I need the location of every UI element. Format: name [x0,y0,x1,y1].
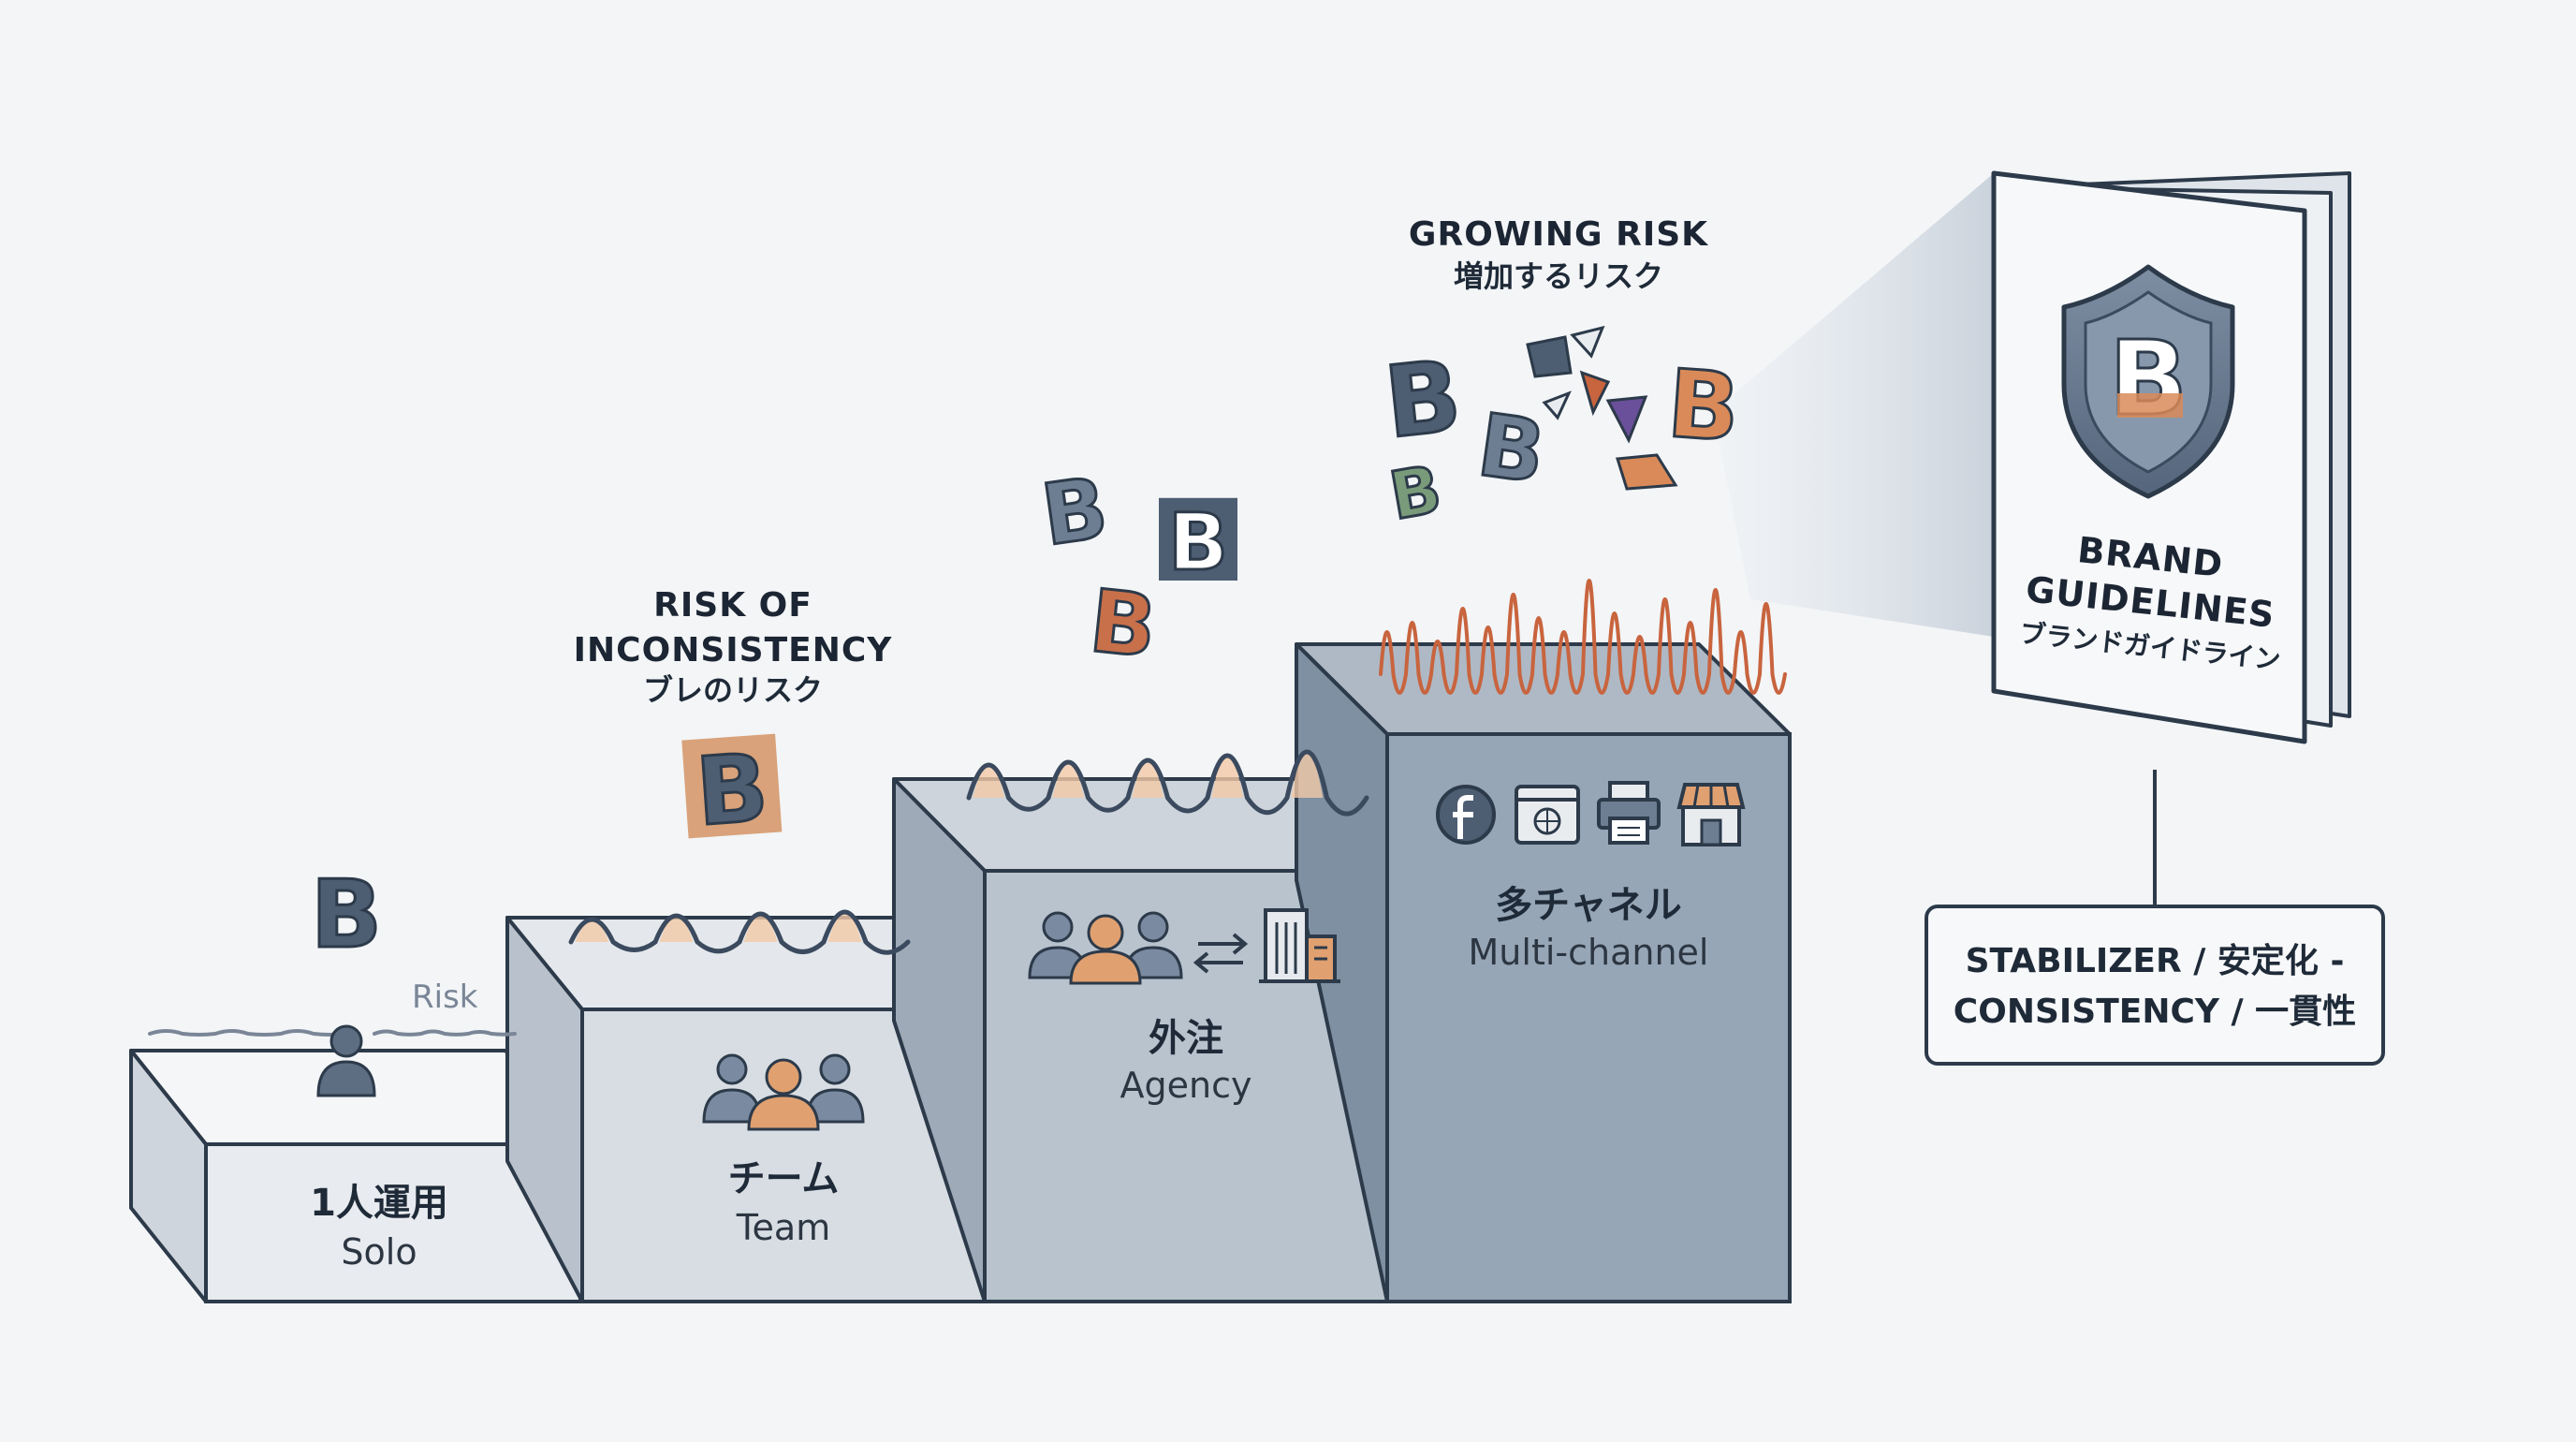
svg-text:B: B [311,860,382,969]
step-team-label-en: Team [736,1207,830,1248]
svg-text:B: B [1472,395,1551,504]
group-building-icon [1028,911,1183,985]
stabilizer-line2: CONSISTENCY / 一貫性 [1954,993,2356,1031]
wave-agency [966,749,1369,817]
inconsistency-label-line1: RISK OF [653,586,812,625]
shield-logo-accent [2117,393,2183,418]
person-icon [316,1024,376,1097]
group-icon [702,1053,865,1131]
step-agency-label-ja: 外注 [1149,1017,1223,1060]
printer-icon [1597,781,1661,845]
shield-logo-letter: B [2109,318,2188,438]
step-agency-label-en: Agency [1120,1065,1252,1106]
svg-text:B: B [693,732,771,846]
logo-fragments [1526,325,1678,491]
step-multichannel [1295,642,1792,1303]
logo-agency-2: B [1159,495,1237,590]
logo-multi-2: B [1471,393,1552,505]
step-agency [892,777,1389,1303]
svg-text:B: B [1168,496,1228,588]
inconsistency-label-ja: ブレのリスク [643,672,823,708]
logo-agency-1: B [1034,458,1115,567]
guidelines-beam [1713,173,1994,637]
risk-waves [148,579,1787,1037]
wave-solo [148,1029,348,1037]
wave-solo-b [373,1029,517,1037]
step-multichannel-label-ja: 多チャネル [1495,884,1682,927]
store-icon [1676,783,1746,846]
risk-small-label: Risk [412,978,478,1016]
growing-risk-label: GROWING RISK [1409,215,1708,254]
shield-logo: B [2108,317,2189,440]
logo-solo: B [309,859,383,971]
logo-multi-1: B [1379,337,1468,462]
wave-multichannel [1379,579,1787,695]
step-solo [129,1049,582,1303]
step-multichannel-label-en: Multi-channel [1469,932,1709,973]
logo-agency-3: B [1084,569,1163,679]
svg-text:B: B [1664,348,1743,463]
inconsistency-label-line2: INCONSISTENCY [574,631,893,670]
step-solo-label-ja: 1人運用 [310,1182,448,1225]
growing-risk-label-ja: 増加するリスク [1454,258,1663,294]
logo-multi-3: B [1383,449,1448,537]
browser-icon [1515,785,1580,845]
step-team-label-ja: チーム [728,1157,840,1200]
wave-team [568,909,911,955]
svg-text:B: B [1085,571,1161,678]
facebook-icon [1436,785,1496,845]
svg-text:B: B [1036,459,1114,566]
stabilizer-box [1925,905,2385,1066]
logo-team: B [681,731,783,848]
building-icon [1259,908,1340,983]
stabilizer-line1: STABILIZER / 安定化 - [1966,942,2345,980]
svg-text:B: B [1380,339,1466,461]
shield-icon [2061,264,2235,499]
svg-text:B: B [1384,450,1447,535]
step-solo-label-en: Solo [341,1231,417,1273]
exchange-arrows-icon [1193,933,1249,974]
logo-multi-4: B [1662,347,1744,464]
